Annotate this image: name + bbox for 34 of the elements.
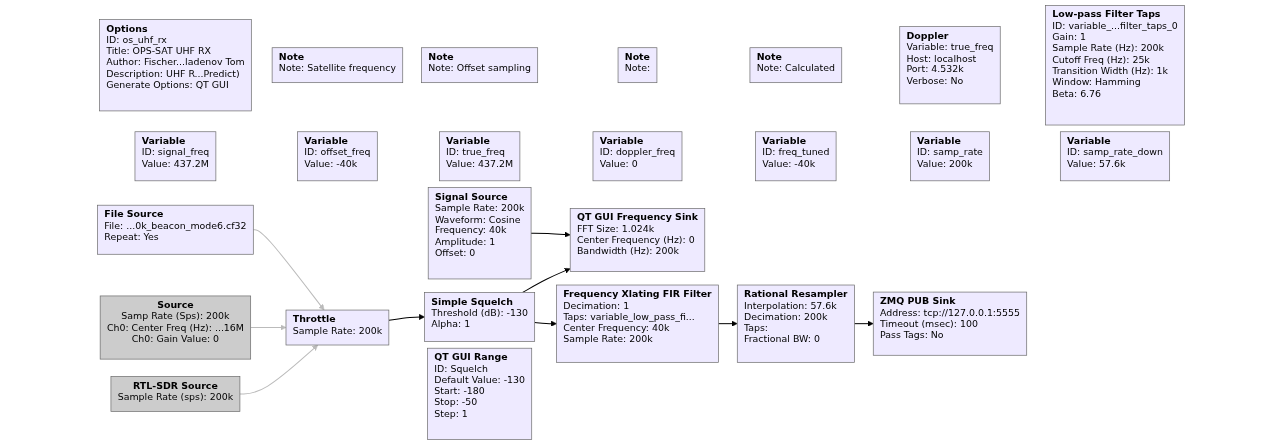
node-box: Variable ID: freq_tuned Value: -40k — [755, 131, 837, 182]
arrow — [530, 231, 571, 238]
node-box: Frequency Xlating FIR Filter Decimation: 1 Taps: variable_low_pass_fi... Center Frequency: 40k Sample Rate: 200k — [556, 284, 719, 363]
node-box: Options ID: os_uhf_rx Title: OPS-SAT UHF RX Author: Fischer...ladenov Tom Description: UHF R...Predict) Generate Options: QT GUI — [99, 19, 252, 112]
arrow — [534, 320, 557, 327]
node-box: ZMQ PUB Sink Address: tcp://127.0.0.1:5555 Timeout (msec): 100 Pass Tags: No — [872, 291, 1028, 356]
node-box: Low-pass Filter Taps ID: variable_...filter_taps_0 Gain: 1 Sample Rate (Hz): 200k Cutoff Freq (Hz): 25k Transition Width (Hz): 1k Window: Hamming Beta: 6.76 — [1045, 5, 1185, 126]
node-box: QT GUI Range ID: Squelch Default Value: -130 Start: -180 Stop: -50 Step: 1 — [427, 347, 533, 440]
node-box: Variable ID: samp_rate_down Value: 57.6k — [1059, 131, 1170, 182]
node-box: Note Note: Satellite frequency — [271, 47, 404, 83]
node-box: Signal Source Sample Rate: 200k Waveform: Cosine Frequency: 40k Amplitude: 1 Offset: 0 — [427, 187, 532, 280]
arrow — [853, 320, 874, 327]
node-box: Source Samp Rate (Sps): 200k Ch0: Center Freq (Hz): ...16M Ch0: Gain Value: 0 — [99, 295, 252, 360]
arrow — [717, 320, 738, 327]
arrow — [252, 229, 325, 311]
arrow — [522, 268, 571, 293]
node-box: Doppler Variable: true_freq Host: localhost Port: 4.532k Verbose: No — [899, 26, 1001, 105]
node-box: Simple Squelch Threshold (dB): -130 Alpha: 1 — [424, 292, 536, 342]
node-box: Variable ID: true_freq Value: 437.2M — [439, 131, 521, 182]
arrow — [388, 314, 425, 321]
node-box: Rational Resampler Interpolation: 57.6k Decimation: 200k Taps: Fractional BW: 0 — [736, 284, 855, 363]
arrow — [250, 324, 287, 331]
node-box: Note Note: Calculated — [749, 47, 843, 83]
node-box: File Source File: ...0k_beacon_mode6.cf32 Repeat: Yes — [97, 204, 254, 255]
node-box: QT GUI Frequency Sink FFT Size: 1.024k Center Frequency (Hz): 0 Bandwidth (Hz): 200k — [569, 208, 706, 272]
node-box: Throttle Sample Rate: 200k — [285, 309, 390, 346]
node-box: Note Note: — [617, 47, 658, 83]
node-box: Variable ID: offset_freq Value: -40k — [297, 131, 378, 182]
node-box: Note Note: Offset sampling — [421, 47, 539, 83]
node-box: RTL-SDR Source Sample Rate (sps): 200k — [110, 376, 241, 412]
arrow — [239, 344, 319, 395]
node-box: Variable ID: doppler_freq Value: 0 — [592, 131, 683, 182]
node-box: Variable ID: samp_rate Value: 200k — [910, 131, 990, 182]
node-box: Variable ID: signal_freq Value: 437.2M — [134, 131, 217, 182]
